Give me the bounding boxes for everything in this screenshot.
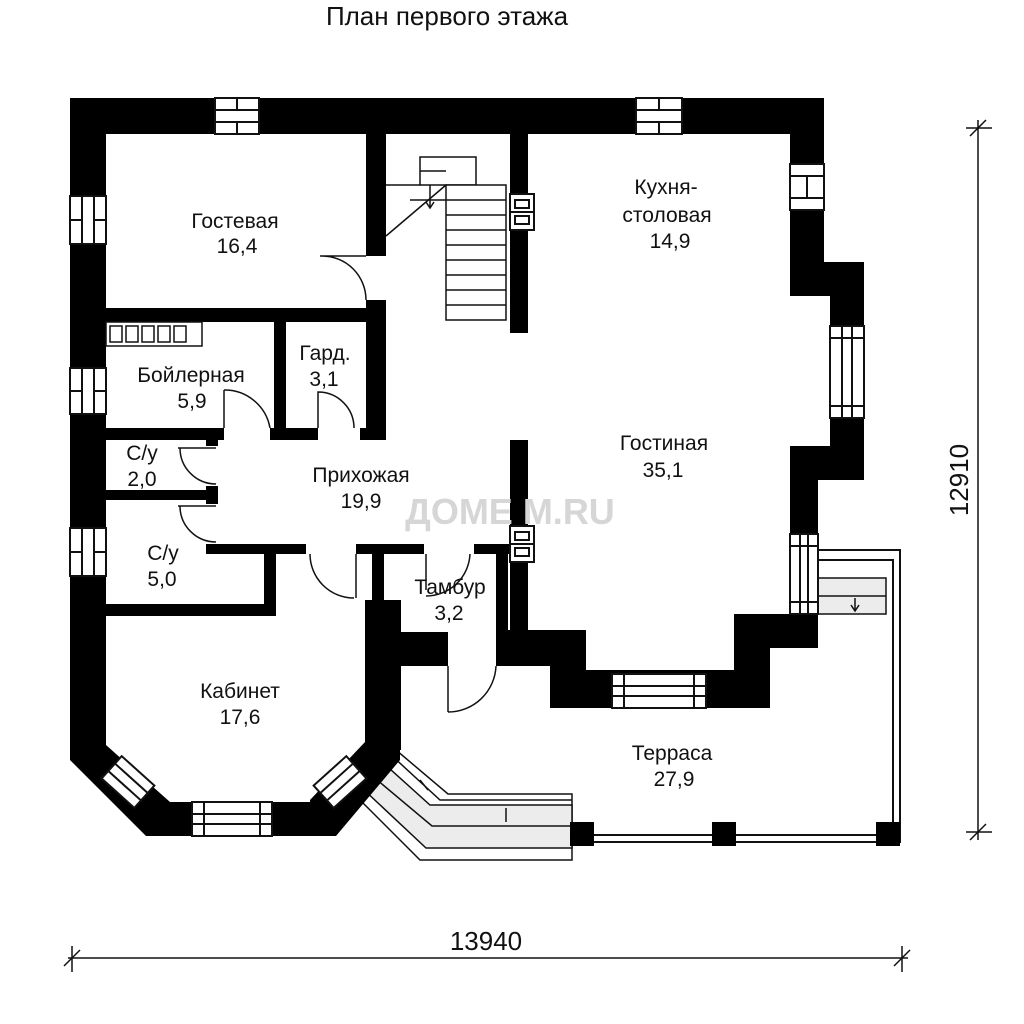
terrace-outline: [578, 549, 901, 843]
room-area-wardrobe: 3,1: [309, 368, 338, 391]
terrace-steps-left: [350, 748, 573, 861]
room-area-wc2: 5,0: [147, 568, 176, 591]
angled-window-right: [312, 754, 368, 810]
door-openings: [206, 256, 496, 666]
room-name-guest: Гостевая: [191, 210, 278, 233]
window: [829, 325, 865, 419]
plan-title: План первого этажа: [326, 1, 569, 31]
room-area-boiler: 5,9: [177, 390, 206, 413]
door-swings: [178, 255, 497, 713]
room-name-wc1: С/у: [126, 442, 158, 465]
room-name-hall: Прихожая: [312, 464, 409, 487]
room-name-terrace: Терраса: [632, 742, 713, 765]
dimension-width-label: 13940: [450, 926, 522, 956]
room-name-kitchen: Кухня-: [634, 176, 697, 199]
room-name-vestibule: Тамбур: [414, 576, 485, 599]
watermark: ДОМЕ М.RU: [405, 491, 615, 532]
window: [789, 533, 819, 615]
room-name-boiler: Бойлерная: [137, 364, 244, 387]
room-name-office: Кабинет: [200, 680, 280, 703]
boiler-equipment: [105, 321, 203, 347]
room-labels: Гостевая 16,4 Кухня- столовая 14,9 Бойле…: [126, 176, 712, 791]
windows: [69, 97, 865, 837]
interior-stairs: [385, 156, 507, 321]
room-area-living: 35,1: [643, 459, 684, 482]
dimension-height-label: 12910: [944, 444, 974, 516]
room-area-vestibule: 3,2: [434, 602, 463, 625]
window: [191, 801, 273, 837]
room-name-kitchen-2: столовая: [622, 204, 711, 227]
window: [611, 673, 707, 709]
room-name-wc2: С/у: [147, 542, 179, 565]
room-area-guest: 16,4: [217, 235, 258, 258]
room-area-terrace: 27,9: [654, 768, 695, 791]
room-area-office: 17,6: [220, 706, 261, 729]
dimension-horizontal: [63, 946, 911, 972]
room-area-hall: 19,9: [341, 490, 382, 513]
angled-window-left: [100, 754, 156, 810]
room-area-wc1: 2,0: [127, 468, 156, 491]
room-area-kitchen: 14,9: [650, 230, 691, 253]
room-name-wardrobe: Гард.: [299, 342, 350, 365]
terrace-steps-right: [817, 577, 887, 615]
room-name-living: Гостиная: [620, 432, 708, 455]
dimension-vertical: [966, 119, 992, 841]
